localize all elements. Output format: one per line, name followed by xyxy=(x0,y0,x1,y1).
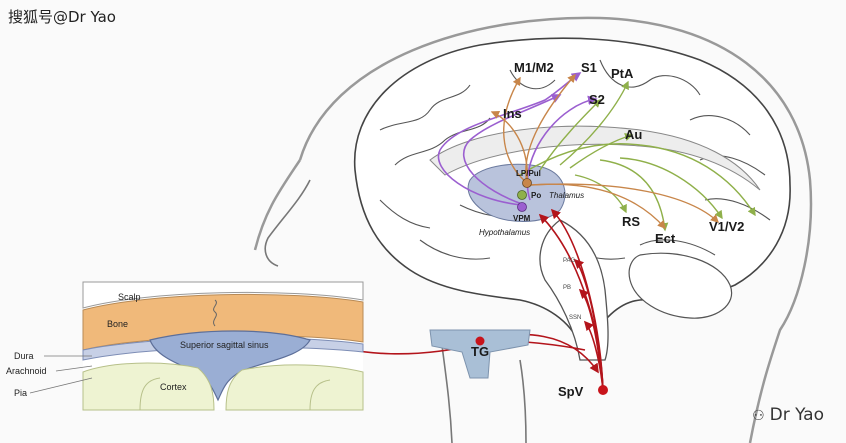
meninges-inset xyxy=(29,281,364,411)
head-outline xyxy=(253,16,813,443)
lp-pul-node xyxy=(522,178,532,188)
label-scalp: Scalp xyxy=(118,292,141,302)
vpm-node xyxy=(517,202,527,212)
label-rs: RS xyxy=(622,214,640,229)
label-ssn: SSN xyxy=(569,315,581,321)
label-po: Po xyxy=(531,191,541,200)
orange-pathways xyxy=(490,73,720,230)
signature-text: Dr Yao xyxy=(769,405,824,425)
label-v1v2: V1/V2 xyxy=(709,219,744,234)
brain xyxy=(353,37,791,361)
signature: ⚇Dr Yao xyxy=(752,405,824,425)
spv-node xyxy=(598,385,608,395)
watermark-text: 搜狐号@Dr Yao xyxy=(8,8,116,26)
label-dura: Dura xyxy=(14,351,34,361)
tg-node xyxy=(475,336,485,346)
label-bone: Bone xyxy=(107,319,128,329)
label-hypothalamus: Hypothalamus xyxy=(479,228,530,237)
label-tg: TG xyxy=(471,344,489,359)
label-arachnoid: Arachnoid xyxy=(6,366,47,376)
label-s2: S2 xyxy=(589,92,605,107)
label-au: Au xyxy=(625,127,642,142)
label-pb: PB xyxy=(563,285,571,291)
label-cortex: Cortex xyxy=(160,382,187,392)
label-vpm: VPM xyxy=(513,214,531,223)
trigeminal-ganglion xyxy=(429,329,531,379)
label-sinus: Superior sagittal sinus xyxy=(180,340,269,350)
label-thalamus: Thalamus xyxy=(549,191,584,200)
label-m1m2: M1/M2 xyxy=(514,60,554,75)
label-pta: PtA xyxy=(611,66,634,81)
label-spv: SpV xyxy=(558,384,584,399)
label-pag: PAG xyxy=(563,258,576,264)
label-pia: Pia xyxy=(14,388,27,398)
label-lp-pul: LP/Pul xyxy=(516,169,541,178)
po-node xyxy=(517,190,527,200)
label-s1: S1 xyxy=(581,60,597,75)
wechat-icon: ⚇ xyxy=(752,408,765,424)
label-ect: Ect xyxy=(655,231,676,246)
label-ins: Ins xyxy=(503,106,522,121)
